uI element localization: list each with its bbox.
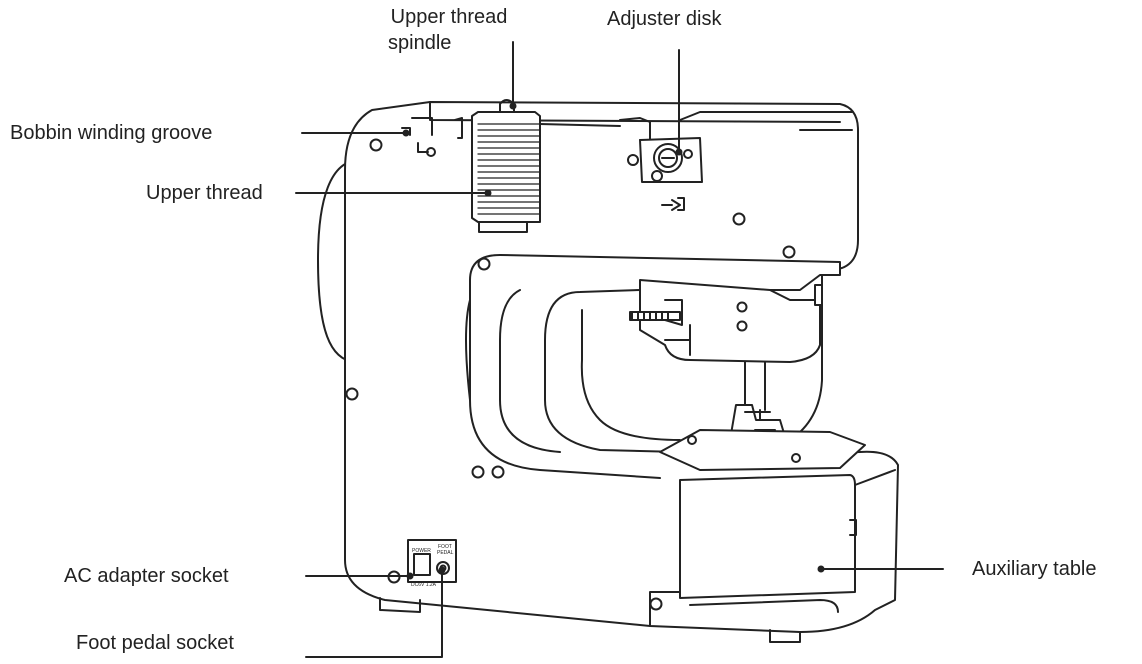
callout-leaders: [295, 41, 944, 658]
pedal-marking: PEDAL: [437, 550, 454, 556]
ac-adapter-socket: [413, 553, 431, 576]
label-upper-thread: Upper thread: [146, 182, 263, 204]
label-adjuster-disk: Adjuster disk: [607, 8, 722, 30]
label-upper-thread-spindle-line2: spindle: [388, 32, 452, 54]
thread-spool: [471, 111, 541, 223]
power-marking: POWER: [412, 548, 431, 554]
label-foot-pedal-socket: Foot pedal socket: [76, 632, 234, 654]
needle-plate: [659, 429, 866, 471]
foot-marking: FOOT: [438, 544, 452, 550]
arm-opening: [469, 254, 841, 479]
label-upper-thread-spindle-line1: Upper thread: [390, 6, 508, 28]
auxiliary-table: [679, 474, 856, 599]
label-upper-thread-spindle: Upper thread spindle: [380, 4, 518, 56]
rating-marking: DC6V 1.2A: [411, 582, 437, 588]
needle-head: [639, 279, 821, 363]
label-auxiliary-table: Auxiliary table: [972, 558, 1097, 580]
label-ac-adapter-socket: AC adapter socket: [64, 565, 229, 587]
label-bobbin-winding-groove: Bobbin winding groove: [10, 122, 213, 144]
